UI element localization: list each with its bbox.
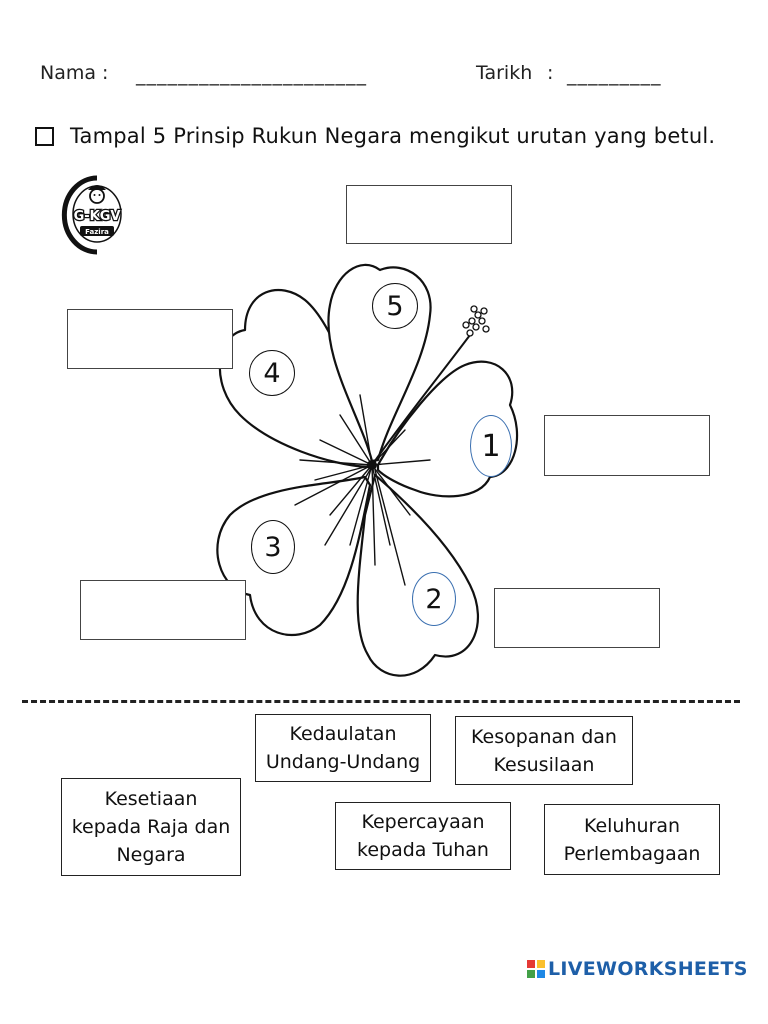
drop-box-4[interactable] — [67, 309, 233, 369]
name-label: Nama : — [40, 62, 109, 84]
hibiscus-flower — [216, 263, 519, 677]
date-colon: : — [547, 62, 554, 84]
card-keluhuran-line1: Keluhuran — [583, 814, 681, 837]
card-kepercayaan-line1: Kepercayaan — [361, 811, 485, 833]
petal-number-1: 1 — [470, 415, 512, 477]
card-kedaulatan[interactable]: Kedaulatan Undang-Undang — [255, 714, 431, 782]
card-kesetiaan-line2: kepada Raja dan — [71, 816, 231, 838]
card-kesetiaan[interactable]: Kesetiaan kepada Raja dan Negara — [61, 778, 241, 876]
card-kepercayaan-line2: kepada Tuhan — [357, 839, 489, 861]
card-kedaulatan-line2: Undang-Undang — [265, 751, 421, 773]
date-blank[interactable]: _________ — [567, 64, 662, 86]
card-keluhuran-line2: Perlembagaan — [563, 842, 701, 865]
g-kgv-logo-icon: G-KGV Fazira — [61, 175, 122, 255]
liveworksheets-brand: LIVEWORKSHEETS — [548, 958, 748, 980]
card-kedaulatan-line1: Kedaulatan — [289, 723, 397, 745]
drop-box-1[interactable] — [544, 415, 710, 476]
checkbox-icon — [35, 127, 54, 146]
card-kesetiaan-line3: Negara — [116, 844, 186, 866]
petal-number-2: 2 — [412, 572, 456, 626]
liveworksheets-logo: LIVEWORKSHEETS — [527, 958, 748, 980]
logo-text: Fazira — [85, 228, 109, 236]
drop-box-3[interactable] — [80, 580, 246, 640]
petal-number-4: 4 — [249, 350, 295, 396]
dashed-divider — [22, 700, 740, 703]
liveworksheets-logo-icon — [527, 960, 545, 978]
card-kesopanan-line1: Kesopanan dan — [471, 725, 617, 748]
drop-box-2[interactable] — [494, 588, 660, 648]
drop-box-5[interactable] — [346, 185, 512, 244]
date-label: Tarikh — [476, 62, 533, 84]
card-kesopanan[interactable]: Kesopanan dan Kesusilaan — [455, 716, 633, 785]
name-blank[interactable]: ______________________ — [136, 64, 367, 86]
card-kesetiaan-line1: Kesetiaan — [104, 788, 198, 810]
petal-number-5: 5 — [372, 283, 418, 329]
svg-text:G-KGV: G-KGV — [74, 209, 121, 224]
card-keluhuran[interactable]: Keluhuran Perlembagaan — [544, 804, 720, 875]
instruction-text: Tampal 5 Prinsip Rukun Negara mengikut u… — [70, 124, 716, 148]
card-kepercayaan[interactable]: Kepercayaan kepada Tuhan — [335, 802, 511, 870]
card-kesopanan-line2: Kesusilaan — [493, 753, 595, 776]
petal-number-3: 3 — [251, 520, 295, 574]
